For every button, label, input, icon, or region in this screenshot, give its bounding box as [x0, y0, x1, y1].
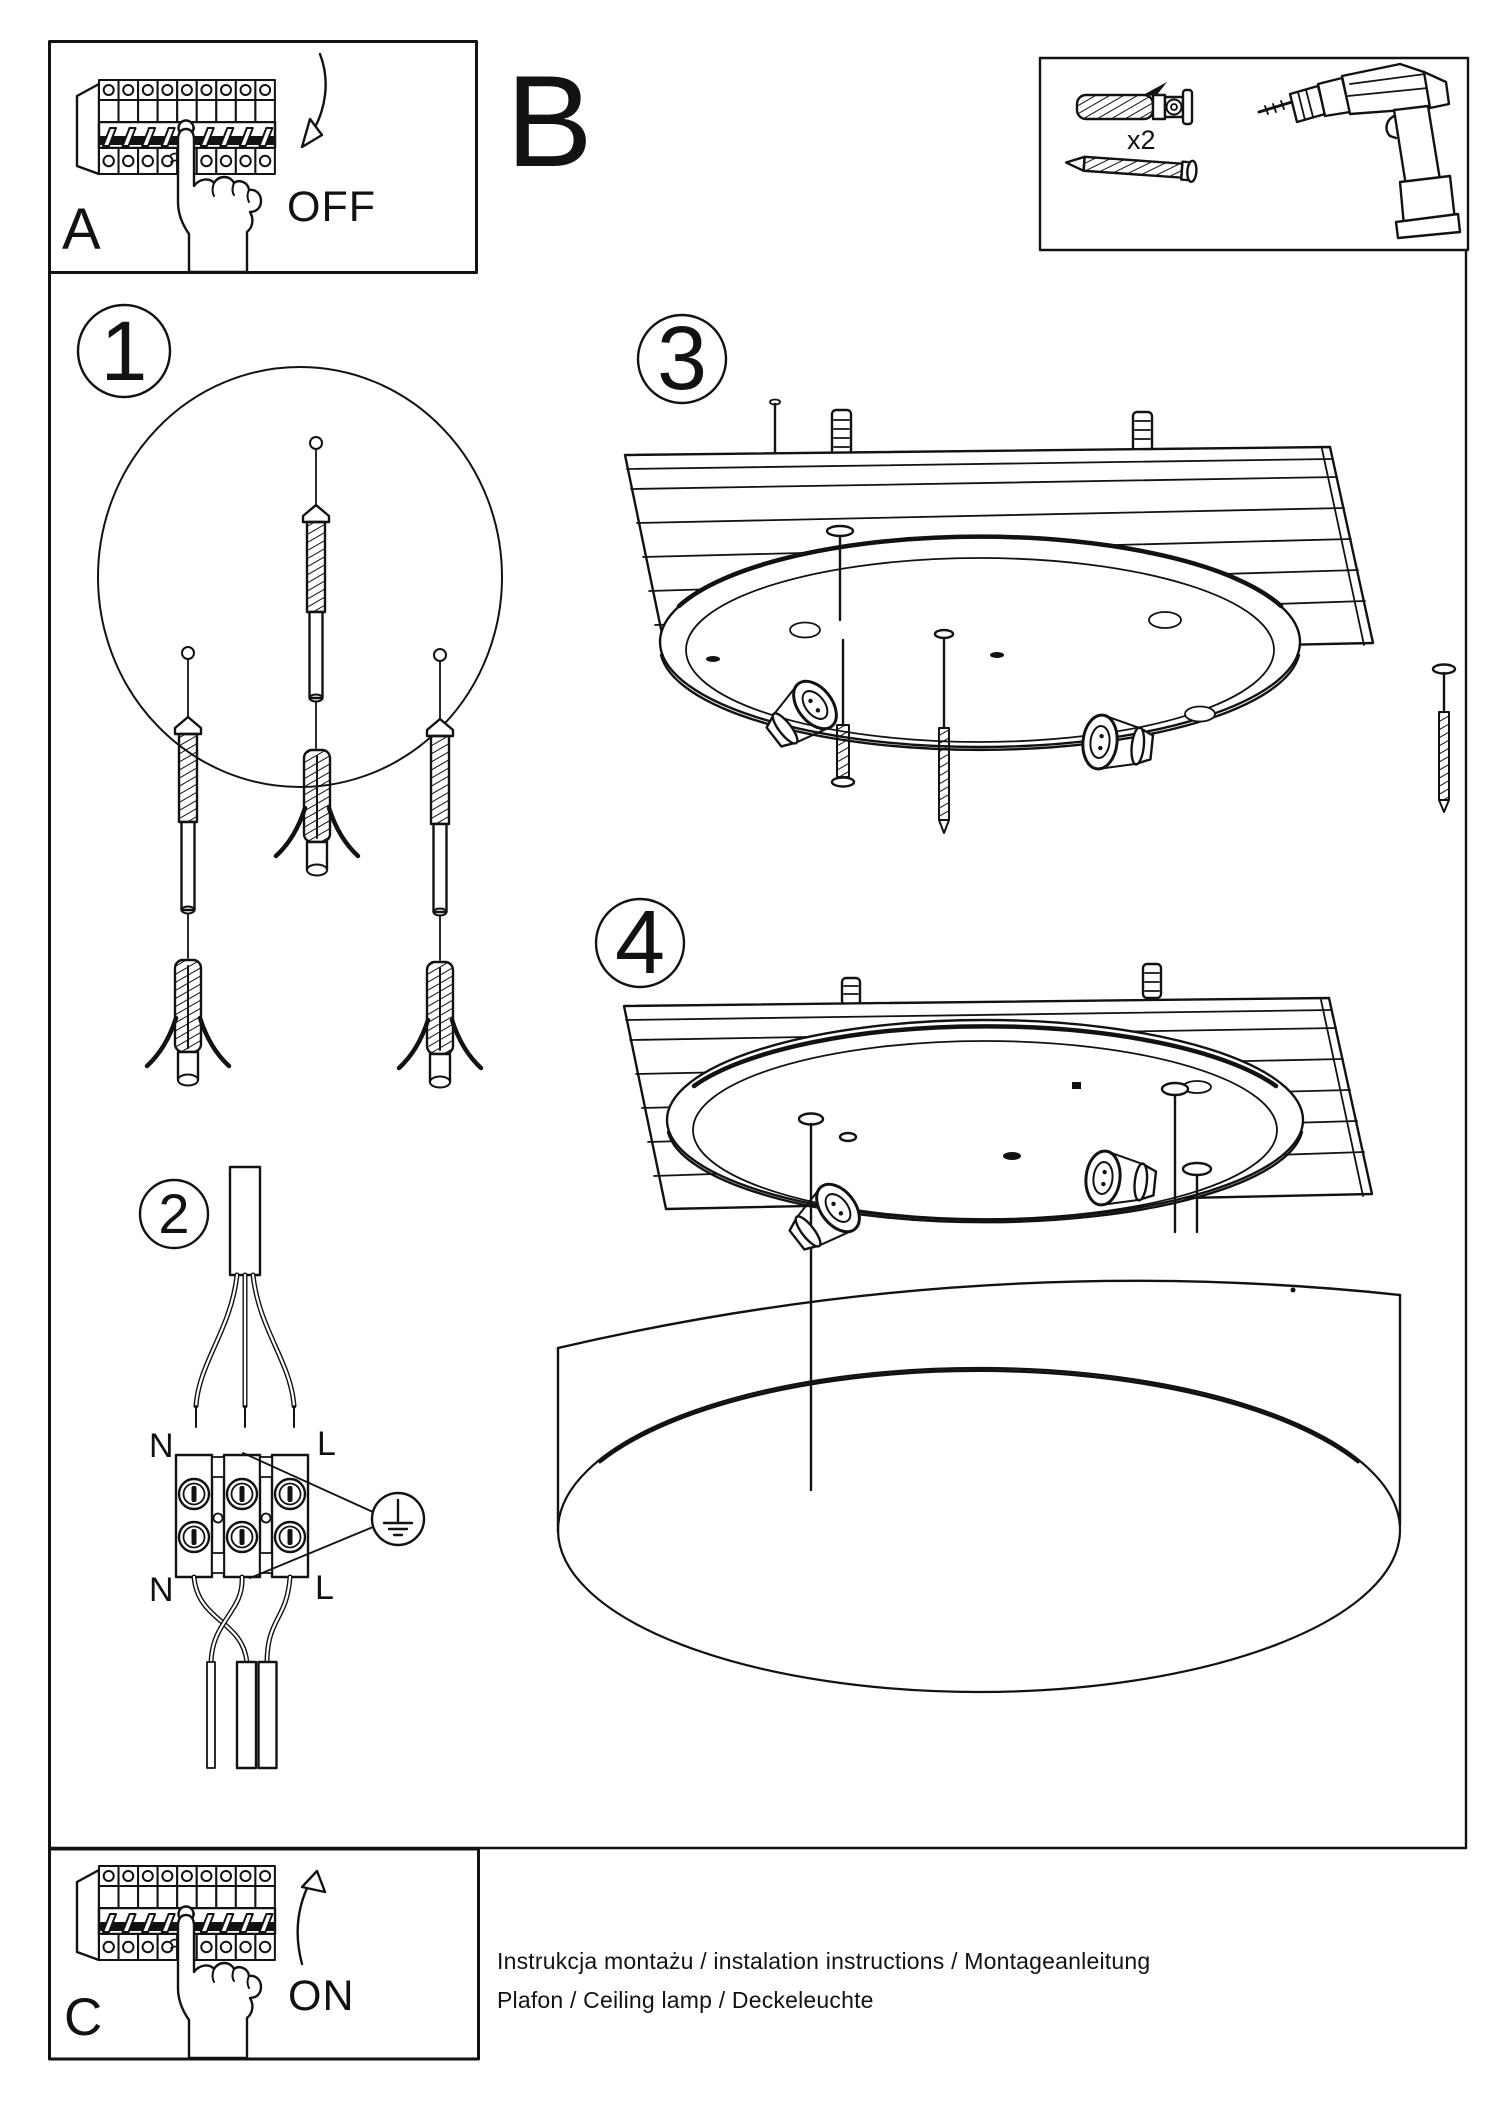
step4-marker: 4 [614, 893, 666, 993]
step2-marker: 2 [158, 1182, 190, 1245]
screw-plug-right [396, 648, 484, 1089]
anchor-count-label: x2 [1127, 125, 1156, 155]
panel-a-drawing [77, 52, 327, 272]
parts-box-border [1038, 56, 1470, 252]
terminal-block [174, 1453, 310, 1579]
circuit-breaker-hand-icon [77, 1866, 275, 2058]
threaded-studs [769, 398, 1154, 457]
threaded-studs [840, 962, 1163, 1007]
step3-marker-circle [636, 313, 728, 405]
detail-circle [97, 366, 503, 788]
footer-title-line2: Plafon / Ceiling lamp / Deckeleuchte [497, 1987, 874, 2013]
cable-sheath [228, 1165, 262, 1277]
neutral-label-top: N [149, 1427, 174, 1465]
suspension-screws [809, 1081, 1213, 1492]
step4-drawing [556, 897, 1402, 1694]
panel-c-drawing [77, 1866, 327, 2058]
parts-box-drawing [1064, 62, 1462, 240]
step2-marker-circle [138, 1178, 210, 1250]
on-label: ON [288, 1972, 355, 2020]
page-frame [48, 40, 1470, 2061]
neutral-label-bottom: N [149, 1571, 174, 1609]
panel-c-label: C [64, 1988, 103, 2047]
step1-marker-circle [76, 303, 172, 399]
step2-drawing [138, 1165, 426, 1770]
circuit-breaker-hand-icon [77, 80, 275, 272]
lamp-wires [191, 1574, 293, 1770]
step3-marker: 3 [656, 309, 708, 409]
mounting-screws [825, 524, 1457, 834]
canopy-plate [658, 534, 1302, 752]
screw-icon [1064, 155, 1198, 184]
ground-symbol-icon [370, 1491, 426, 1547]
drum-shade [556, 1279, 1402, 1694]
drill-icon [1257, 62, 1462, 240]
step3-drawing [623, 313, 1457, 834]
wall-plug-icon [1075, 82, 1194, 126]
panel-a-border [48, 40, 478, 274]
off-label: OFF [287, 183, 376, 231]
panel-a-label: A [62, 197, 101, 262]
section-b-label: B [506, 48, 593, 194]
line-label-bottom: L [315, 1569, 334, 1607]
line-label-top: L [317, 1425, 336, 1463]
screw-plug-center [273, 436, 361, 877]
step1-marker: 1 [100, 304, 148, 398]
canopy-plate [665, 1018, 1305, 1224]
panel-c-border [48, 1847, 480, 2061]
arrow-up-icon [296, 1878, 313, 1966]
screw-terminals [177, 1477, 307, 1554]
footer-title-line1: Instrukcja montażu / instalation instruc… [497, 1948, 1151, 1974]
step4-marker-circle [594, 897, 686, 989]
supply-wires [193, 1272, 297, 1428]
screw-plug-left [144, 646, 232, 1087]
step1-drawing [76, 303, 503, 1089]
